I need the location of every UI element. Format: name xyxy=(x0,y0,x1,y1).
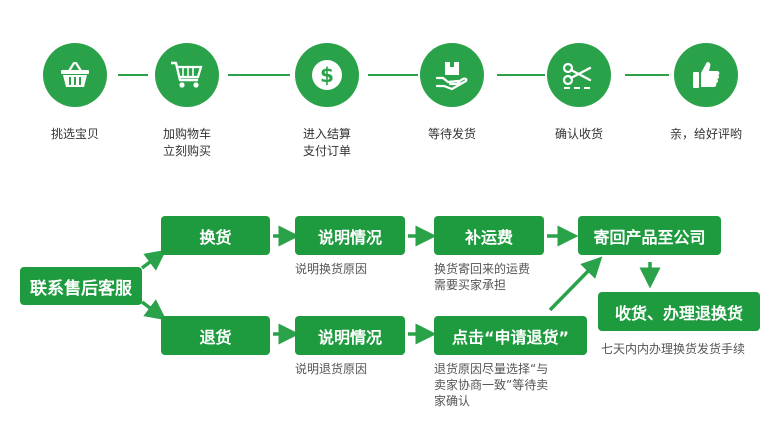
send-back-box: 寄回产品至公司 xyxy=(578,216,721,255)
note-exchange-reason: 说明换货原因 xyxy=(295,262,368,276)
dollar-icon: $ xyxy=(312,60,342,90)
explain-return-box: 说明情况 xyxy=(295,316,405,355)
connector-line xyxy=(625,74,669,76)
connector-line xyxy=(118,74,148,76)
arrow-apply-to-sendback xyxy=(548,256,603,312)
note-receive: 七天内内办理换货发货手续 xyxy=(601,342,746,356)
step-label-review: 亲，给好评哟 xyxy=(669,127,742,141)
step-circle-checkout: $ xyxy=(295,43,359,107)
connector-line xyxy=(497,74,545,76)
step-circle-select xyxy=(43,43,107,107)
step-label-wait: 等待发货 xyxy=(427,127,476,141)
step-label-checkout: 进入结算 支付订单 xyxy=(302,127,351,158)
contact-service-box: 联系售后客服 xyxy=(20,267,142,305)
scissors-icon xyxy=(562,62,592,89)
return-box: 退货 xyxy=(161,316,270,355)
svg-text:$: $ xyxy=(320,63,334,87)
note-apply-return: 退货原因尽量选择“与 卖家协商一致”等待卖 家确认 xyxy=(434,362,549,408)
explain-exchange-box: 说明情况 xyxy=(295,216,405,255)
step-circle-cart xyxy=(155,43,219,107)
arrow-contact-to-exchange xyxy=(140,249,167,271)
note-return-reason: 说明退货原因 xyxy=(295,362,368,376)
step-label-cart: 加购物车 立刻购买 xyxy=(162,127,211,158)
step-circle-confirm xyxy=(547,43,611,107)
hand-box-icon xyxy=(435,62,468,91)
arrow-contact-to-return xyxy=(140,299,167,321)
shipping-fee-box: 补运费 xyxy=(434,216,544,255)
exchange-box: 换货 xyxy=(161,216,270,255)
thumbs-up-icon xyxy=(693,62,720,88)
step-circle-wait xyxy=(420,43,484,107)
shopping-cart-icon xyxy=(171,61,203,88)
connector-line xyxy=(368,74,418,76)
step-label-confirm: 确认收货 xyxy=(554,127,603,141)
receive-process-box: 收货、办理退换货 xyxy=(598,292,760,331)
apply-return-box: 点击“申请退货” xyxy=(434,316,587,355)
shopping-basket-icon xyxy=(61,61,89,87)
connector-line xyxy=(228,74,290,76)
note-shipping-fee: 换货寄回来的运费 需要买家承担 xyxy=(434,262,531,292)
step-label-select: 挑选宝贝 xyxy=(50,127,99,141)
step-circle-review xyxy=(674,43,738,107)
